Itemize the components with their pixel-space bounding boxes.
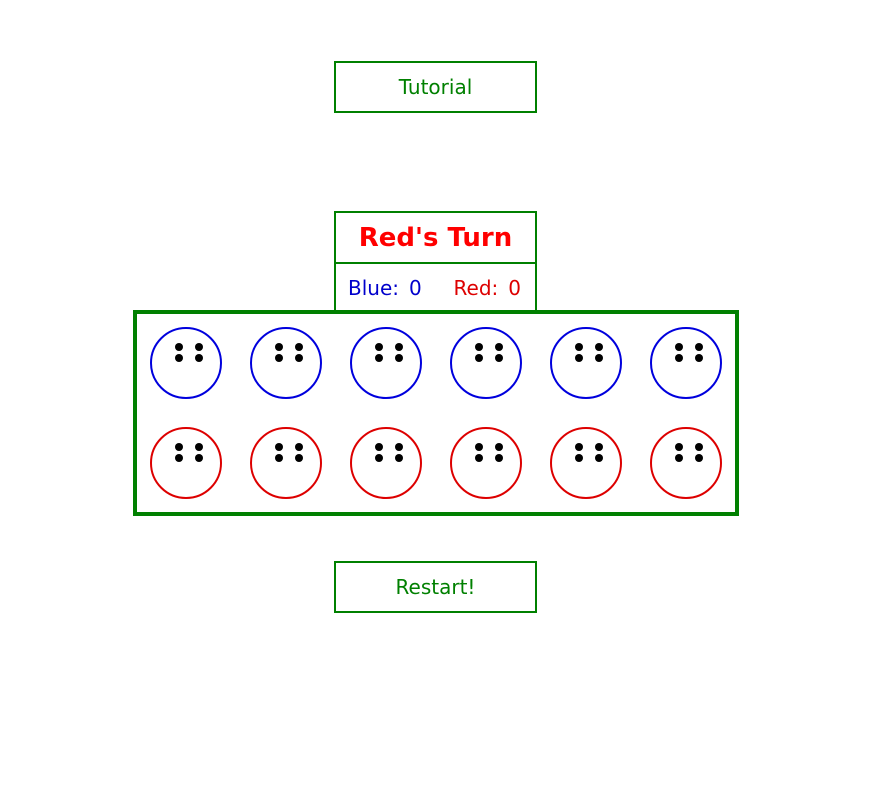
seed — [275, 354, 283, 362]
blue-score: Blue: 0 — [348, 276, 422, 300]
seed — [295, 343, 303, 351]
seed-cluster — [375, 343, 405, 367]
seed — [295, 354, 303, 362]
blue-score-value: 0 — [409, 276, 422, 300]
seed — [595, 454, 603, 462]
seed — [375, 454, 383, 462]
seed — [295, 454, 303, 462]
seed — [175, 354, 183, 362]
seed — [475, 454, 483, 462]
blue-score-label: Blue: — [348, 276, 399, 300]
seed — [595, 343, 603, 351]
red-score: Red: 0 — [454, 276, 521, 300]
seed — [295, 443, 303, 451]
blue-pit[interactable] — [450, 327, 522, 399]
seed-cluster — [475, 343, 505, 367]
seed-cluster — [575, 343, 605, 367]
score-row: Blue: 0 Red: 0 — [336, 264, 535, 312]
seed-cluster — [175, 443, 205, 467]
tutorial-button[interactable]: Tutorial — [334, 61, 537, 113]
seed — [675, 343, 683, 351]
red-pit[interactable] — [150, 427, 222, 499]
blue-pit[interactable] — [150, 327, 222, 399]
seed — [175, 454, 183, 462]
status-panel: Red's Turn Blue: 0 Red: 0 — [334, 211, 537, 312]
seed — [495, 343, 503, 351]
seed — [575, 443, 583, 451]
seed-cluster — [275, 343, 305, 367]
blue-pit[interactable] — [350, 327, 422, 399]
seed — [495, 354, 503, 362]
turn-indicator: Red's Turn — [336, 213, 535, 264]
seed — [275, 443, 283, 451]
seed-cluster — [575, 443, 605, 467]
seed — [375, 443, 383, 451]
seed — [695, 354, 703, 362]
seed — [495, 443, 503, 451]
game-board — [133, 310, 739, 516]
seed — [175, 343, 183, 351]
blue-pit[interactable] — [650, 327, 722, 399]
seed-cluster — [175, 343, 205, 367]
seed — [695, 454, 703, 462]
seed — [475, 443, 483, 451]
blue-pit[interactable] — [250, 327, 322, 399]
seed — [695, 443, 703, 451]
seed — [395, 354, 403, 362]
seed-cluster — [675, 343, 705, 367]
seed-cluster — [675, 443, 705, 467]
red-pit[interactable] — [350, 427, 422, 499]
seed — [375, 343, 383, 351]
red-score-value: 0 — [508, 276, 521, 300]
restart-button[interactable]: Restart! — [334, 561, 537, 613]
seed — [395, 343, 403, 351]
seed — [195, 343, 203, 351]
seed — [695, 343, 703, 351]
seed — [195, 354, 203, 362]
seed — [675, 354, 683, 362]
seed — [395, 443, 403, 451]
red-pits-row — [137, 414, 735, 514]
seed-cluster — [275, 443, 305, 467]
seed — [575, 343, 583, 351]
seed — [575, 454, 583, 462]
seed — [595, 354, 603, 362]
seed — [575, 354, 583, 362]
seed — [195, 454, 203, 462]
red-pit[interactable] — [450, 427, 522, 499]
seed — [475, 343, 483, 351]
seed — [275, 454, 283, 462]
seed — [675, 443, 683, 451]
seed — [395, 454, 403, 462]
seed — [175, 443, 183, 451]
seed — [195, 443, 203, 451]
seed — [595, 443, 603, 451]
seed — [475, 354, 483, 362]
blue-pit[interactable] — [550, 327, 622, 399]
seed — [675, 454, 683, 462]
red-pit[interactable] — [550, 427, 622, 499]
blue-pits-row — [137, 314, 735, 414]
seed-cluster — [475, 443, 505, 467]
seed — [495, 454, 503, 462]
red-score-label: Red: — [453, 276, 499, 300]
red-pit[interactable] — [650, 427, 722, 499]
red-pit[interactable] — [250, 427, 322, 499]
seed — [375, 354, 383, 362]
seed-cluster — [375, 443, 405, 467]
seed — [275, 343, 283, 351]
